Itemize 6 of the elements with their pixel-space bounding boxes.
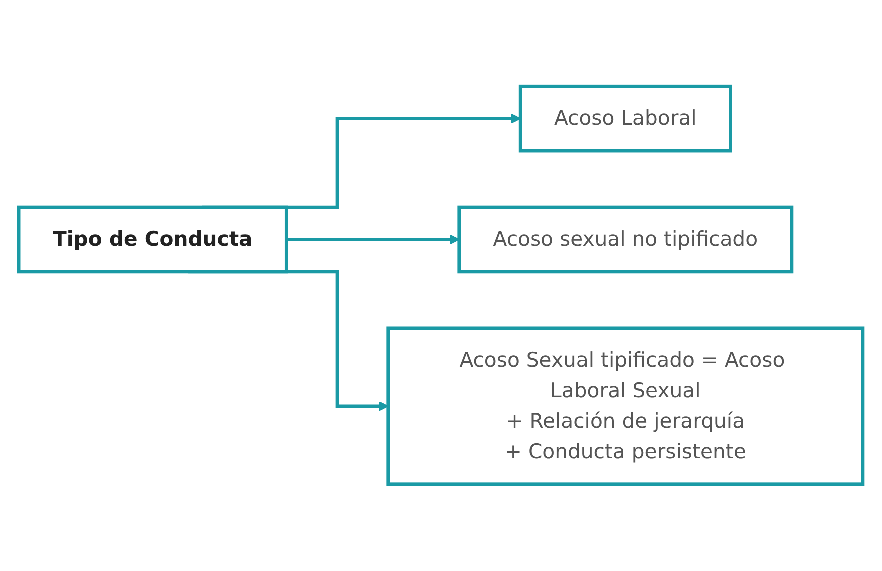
node-box <box>386 326 865 486</box>
arrow <box>286 234 460 245</box>
node-box <box>17 206 288 274</box>
node-box <box>458 206 794 274</box>
node-box <box>518 84 732 153</box>
flowchart: Tipo de Conducta Acoso Laboral Acoso sexual no tipificado Acoso Sexual tipificado = Acoso Laboral Sexual + Relación de jerarquía + Conducta persistente <box>10 10 872 561</box>
